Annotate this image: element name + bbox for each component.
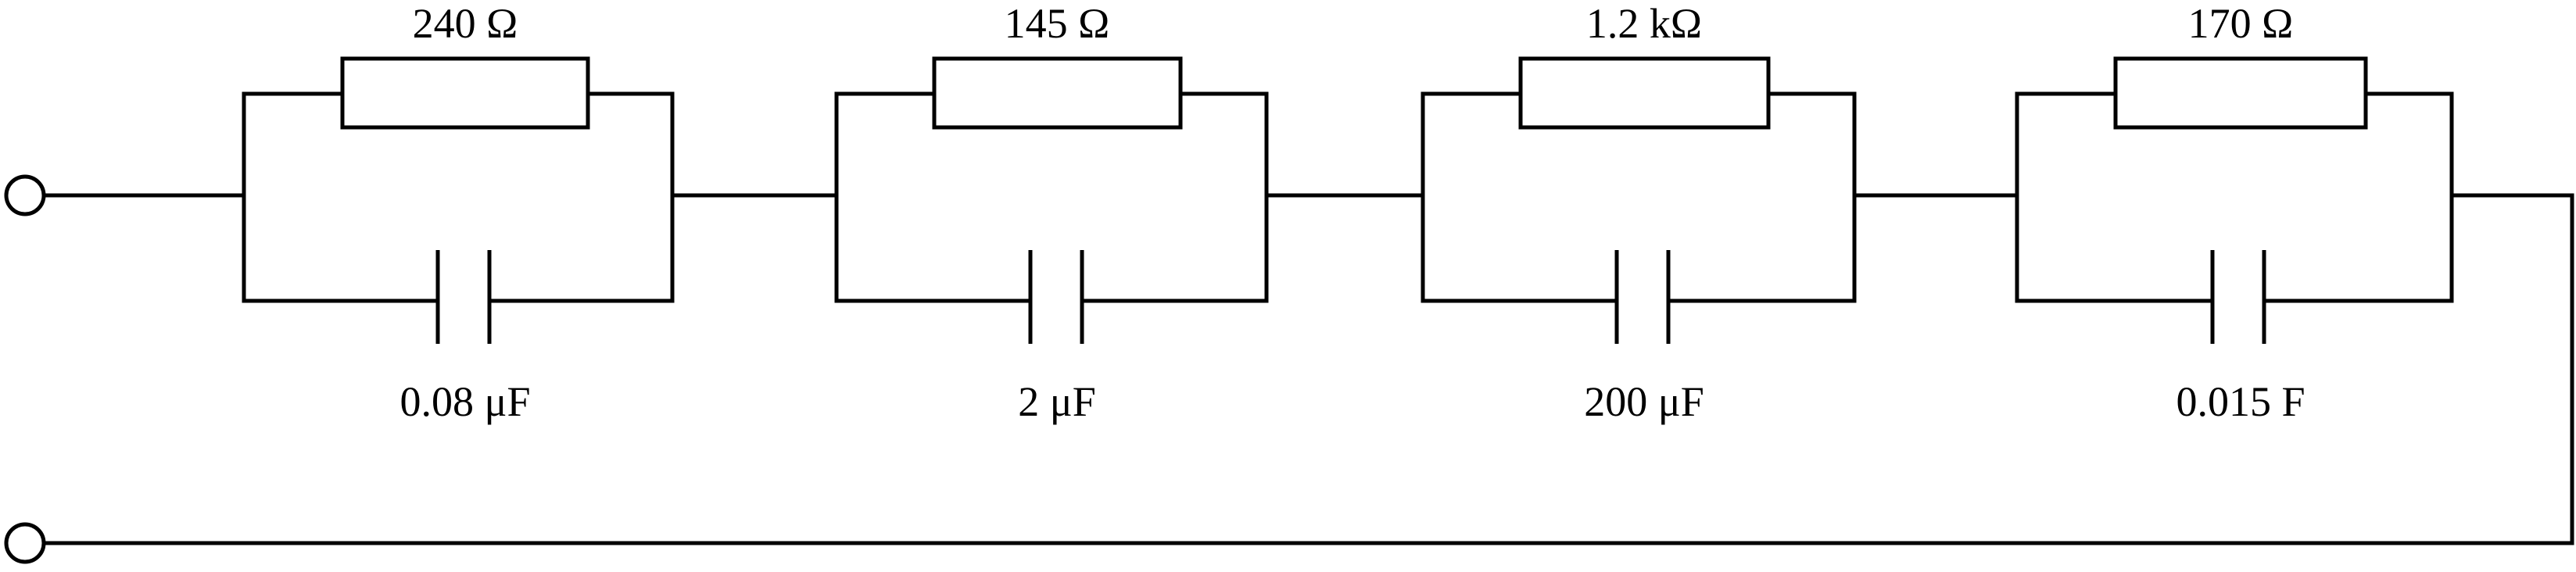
resistor-1-label: 240 Ω xyxy=(413,0,518,47)
stage-1-bottom-right-wire xyxy=(487,193,675,303)
stage-4-top-right-wire xyxy=(2363,91,2454,198)
stage-4-bottom-left-wire xyxy=(2015,193,2215,303)
input-terminal-top[interactable] xyxy=(4,174,46,216)
rc-stage-1: 240 Ω 0.08 μF xyxy=(242,0,675,425)
stage-1-top-left-wire xyxy=(242,91,345,198)
stage-2-top-left-wire xyxy=(834,91,937,198)
rc-stage-3: 1.2 kΩ 200 μF xyxy=(1421,0,1857,425)
stage-3-top-right-wire xyxy=(1766,91,1857,198)
stage-2-bottom-left-wire xyxy=(834,193,1033,303)
resistor-2 xyxy=(932,56,1183,130)
resistor-3 xyxy=(1518,56,1771,130)
stage-3-bottom-right-wire xyxy=(1666,193,1857,303)
rc-stage-4: 170 Ω 0.015 F xyxy=(2015,0,2454,425)
capacitor-1-label: 0.08 μF xyxy=(400,378,531,425)
stage-3-bottom-left-wire xyxy=(1421,193,1619,303)
stage-4-top-left-wire xyxy=(2015,91,2118,198)
capacitor-3-label: 200 μF xyxy=(1584,378,1704,425)
stage-1-top-right-wire xyxy=(586,91,675,198)
stage-1-bottom-left-wire xyxy=(242,193,440,303)
rc-stage-2: 145 Ω 2 μF xyxy=(834,0,1269,425)
capacitor-2-label: 2 μF xyxy=(1018,378,1095,425)
resistor-4 xyxy=(2113,56,2368,130)
stage-3-top-left-wire xyxy=(1421,91,1523,198)
stage-2-top-right-wire xyxy=(1178,91,1269,198)
input-terminal-bottom[interactable] xyxy=(4,522,46,564)
stage-2-bottom-right-wire xyxy=(1080,193,1269,303)
stage-4-bottom-right-wire xyxy=(2262,193,2454,303)
resistor-1 xyxy=(340,56,590,130)
resistor-2-label: 145 Ω xyxy=(1005,0,1110,47)
resistor-4-label: 170 Ω xyxy=(2188,0,2294,47)
capacitor-4-label: 0.015 F xyxy=(2176,378,2305,425)
return-wire xyxy=(41,193,2574,545)
resistor-3-label: 1.2 kΩ xyxy=(1586,0,1702,47)
